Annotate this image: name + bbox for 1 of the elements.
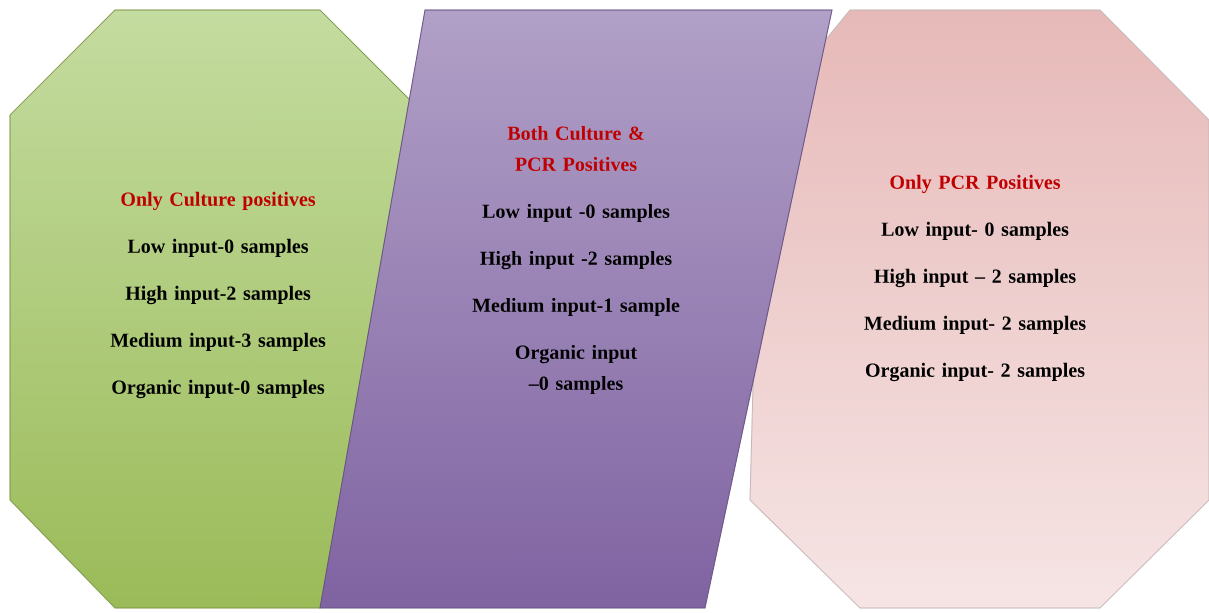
octagon-panel: Only PCR Positives Low input- 0 samples High input – 2 samples Medium input- 2 samples Organic input- 2 samples <box>749 9 1209 609</box>
